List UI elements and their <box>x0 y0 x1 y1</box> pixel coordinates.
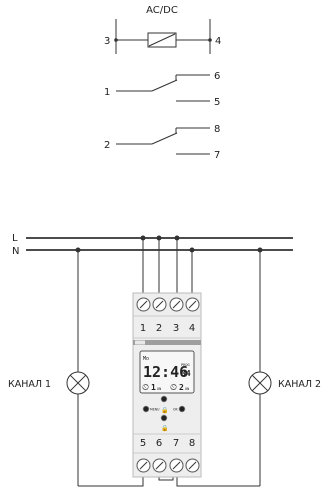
button-down[interactable] <box>160 414 168 422</box>
terminal-number: 8 <box>189 438 195 449</box>
junction-dot <box>140 235 146 241</box>
contact-1-no-label: 6 <box>214 71 220 82</box>
terminal-label-3: 3 <box>104 36 110 47</box>
screw-slot <box>155 300 164 309</box>
junction-dot <box>156 235 162 241</box>
terminal-number: 5 <box>140 438 146 449</box>
terminal-number: 7 <box>173 438 179 449</box>
load-2: КАНАЛ 2 <box>248 371 321 395</box>
contact-1-common-label: 1 <box>104 87 110 98</box>
supply-bus: L N <box>12 233 293 257</box>
top-terminal-numbers: 1 2 3 4 <box>140 323 195 334</box>
wire-load-2-to-terminal-8 <box>176 474 260 487</box>
coil-diagonal <box>148 33 176 47</box>
load-1-label: КАНАЛ 1 <box>8 379 51 390</box>
terminal-number: 1 <box>140 323 146 334</box>
clock-icon: ⏲ <box>170 383 177 393</box>
timer-device: 1 2 3 4 Mo 12:46 PROG 34 ⏲ 1 ON ⏲ 2 ON M… <box>132 292 202 478</box>
button-ok[interactable] <box>178 405 186 413</box>
lcd-day: Mo <box>143 356 149 362</box>
contact-2-common-label: 2 <box>104 140 110 151</box>
supply-label: AC/DC <box>146 5 178 16</box>
load-1: КАНАЛ 1 <box>8 371 90 395</box>
wire-load-1-to-terminal-6 <box>78 474 144 487</box>
bus-neutral-label: N <box>12 246 19 257</box>
top-terminal-block <box>136 297 200 312</box>
logo-mark <box>135 340 145 345</box>
lcd-prog: PROG <box>181 363 190 367</box>
contact-2-no-label: 8 <box>214 124 220 135</box>
terminal-dot-4 <box>208 38 212 42</box>
junction-dot <box>75 247 81 253</box>
button-menu-label: MENU <box>150 408 160 412</box>
screw-slot <box>188 461 197 470</box>
screw-slot <box>188 300 197 309</box>
lamp-cross-b <box>251 374 269 392</box>
clock-icon: ⏲ <box>142 383 149 393</box>
screw-slot <box>172 461 181 470</box>
wiring <box>75 235 263 487</box>
lamp-cross-b <box>69 374 87 392</box>
contact-1-blade <box>151 79 178 92</box>
lock-icon: 🔒 <box>161 424 168 432</box>
lcd-status-1: ON <box>157 387 161 391</box>
bottom-terminal-numbers: 5 6 7 8 <box>140 438 195 449</box>
lcd-time: 12:46 <box>143 363 188 381</box>
screw-slot <box>139 461 148 470</box>
screw-slot <box>172 300 181 309</box>
button-ok-label: OK <box>173 408 179 412</box>
terminal-dot-3 <box>114 38 118 42</box>
contact-2-nc-label: 7 <box>214 150 220 161</box>
lcd-seconds: 34 <box>181 369 191 378</box>
coil-symbol: AC/DC 3 4 <box>104 5 221 54</box>
button-up[interactable] <box>160 395 168 403</box>
button-menu[interactable] <box>142 405 150 413</box>
bottom-terminal-block <box>136 458 200 473</box>
junction-dot <box>189 247 195 253</box>
lcd-channel-2: 2 <box>179 383 184 392</box>
terminal-number: 3 <box>173 323 179 334</box>
lcd-channel-1: 1 <box>151 383 156 392</box>
terminal-label-4: 4 <box>215 36 221 47</box>
terminal-number: 4 <box>189 323 195 334</box>
front-panel-stripe <box>133 340 201 345</box>
lcd-status-2: ON <box>185 387 189 391</box>
contact-1-nc-label: 5 <box>214 97 220 108</box>
lock-icon: 🔒 <box>161 406 168 414</box>
bus-line-label: L <box>12 233 18 244</box>
load-2-label: КАНАЛ 2 <box>278 379 321 390</box>
screw-slot <box>155 461 164 470</box>
terminal-number: 6 <box>156 438 162 449</box>
coil-element <box>147 32 177 48</box>
junction-dot <box>174 235 180 241</box>
contact-2-blade <box>151 132 178 145</box>
contact-2-symbol: 2 8 7 <box>104 124 220 161</box>
terminal-number: 2 <box>156 323 162 334</box>
junction-dot <box>257 247 263 253</box>
lcd-display <box>139 350 195 394</box>
contact-1-symbol: 1 6 5 <box>104 71 220 108</box>
screw-slot <box>139 300 148 309</box>
